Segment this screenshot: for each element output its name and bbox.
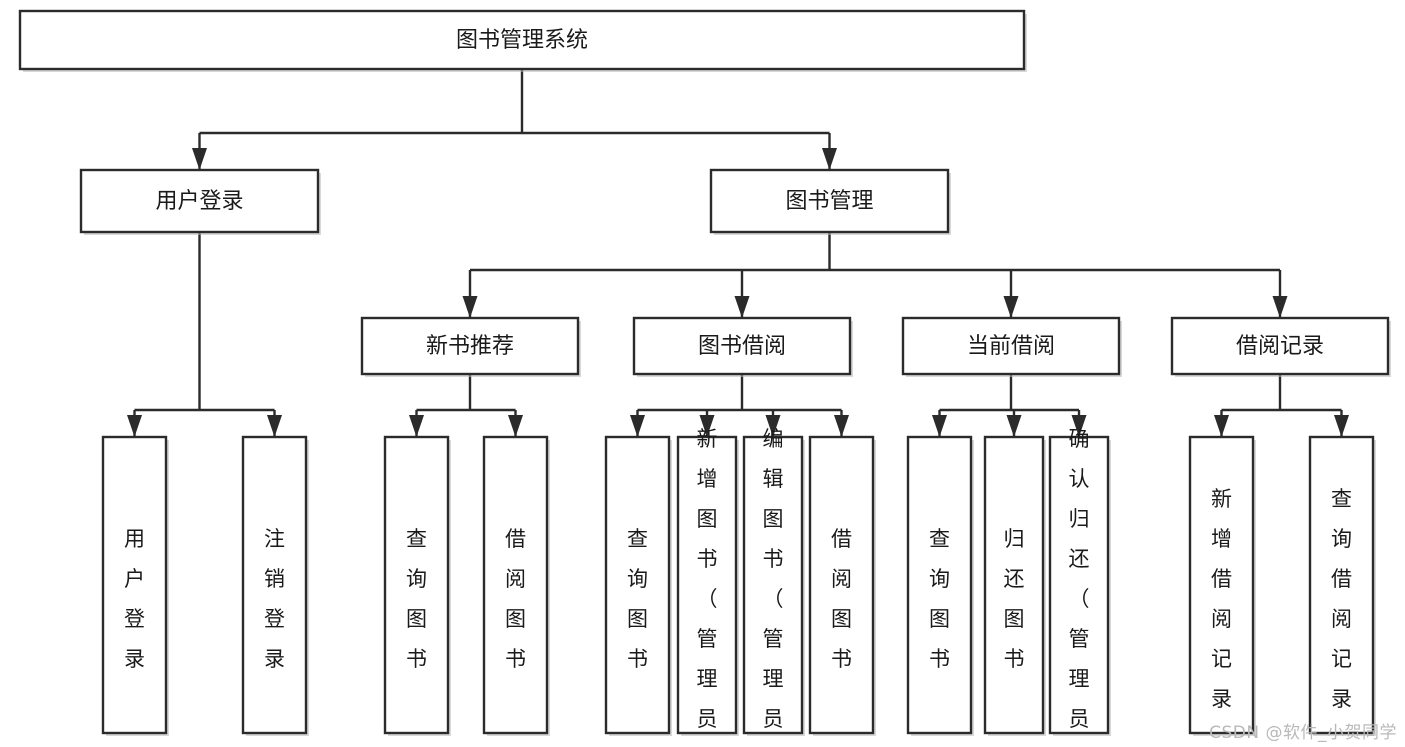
node-l4-c1[interactable]: 查询图书: [604, 435, 672, 736]
node-label: 图书管理: [785, 189, 873, 214]
node-label: 当前借阅: [967, 334, 1055, 359]
node-label: 图书借阅: [698, 334, 786, 359]
node-l4-e2[interactable]: 查询借阅记录: [1308, 435, 1376, 736]
node-box[interactable]: [101, 435, 168, 735]
connector-group: [127, 232, 282, 437]
node-label: 编辑图书（管理员）: [763, 427, 784, 747]
arrow-head-icon: [127, 415, 142, 437]
node-label: 新书推荐: [426, 334, 514, 359]
node-box[interactable]: [1170, 316, 1390, 376]
node-l3-new[interactable]: 新书推荐: [360, 316, 581, 377]
arrow-head-icon: [1272, 296, 1288, 318]
node-label: 查询图书: [406, 527, 427, 671]
connector-group: [192, 69, 837, 170]
node-l4-c3[interactable]: 编辑图书（管理员）: [742, 427, 805, 747]
node-l4-b2[interactable]: 借阅图书: [482, 435, 550, 736]
node-l4-c4[interactable]: 借阅图书: [808, 435, 876, 736]
node-l2-book[interactable]: 图书管理: [709, 168, 951, 235]
node-label: 借阅记录: [1236, 334, 1324, 359]
node-label: 新增借阅记录: [1211, 487, 1232, 711]
csdn-watermark: CSDN @软件_小贺同学: [1209, 723, 1397, 743]
node-l4-d1[interactable]: 查询图书: [906, 435, 974, 736]
arrow-head-icon: [1214, 415, 1229, 437]
node-box[interactable]: [901, 316, 1121, 376]
node-label: 用户登录: [124, 527, 145, 671]
node-l4-b1[interactable]: 查询图书: [383, 435, 451, 736]
node-label: 借阅图书: [505, 527, 526, 671]
arrow-head-icon: [1003, 296, 1019, 318]
node-box[interactable]: [383, 435, 450, 735]
node-label: 查询借阅记录: [1331, 487, 1352, 711]
node-l4-d3[interactable]: 确认归还（管理员）: [1048, 427, 1111, 747]
node-l4-d2[interactable]: 归还图书: [983, 435, 1046, 736]
connector-group: [1214, 374, 1349, 437]
node-label: 查询图书: [627, 527, 648, 671]
node-box[interactable]: [1188, 435, 1255, 735]
node-label: 用户登录: [155, 189, 243, 214]
connector-group: [630, 374, 849, 437]
node-root[interactable]: 图书管理系统: [18, 9, 1027, 72]
node-l3-borrow[interactable]: 图书借阅: [632, 316, 853, 377]
connector-group: [409, 374, 523, 437]
node-l3-record[interactable]: 借阅记录: [1170, 316, 1391, 377]
node-box[interactable]: [808, 435, 875, 735]
arrow-head-icon: [765, 415, 781, 437]
arrow-head-icon: [192, 148, 207, 170]
node-box[interactable]: [482, 435, 549, 735]
arrow-head-icon: [1334, 415, 1349, 437]
arrow-head-icon: [734, 296, 750, 318]
node-l4-c2[interactable]: 新增图书（管理员）: [676, 427, 739, 747]
node-l3-current[interactable]: 当前借阅: [901, 316, 1122, 377]
arrow-head-icon: [834, 415, 849, 437]
arrow-head-icon: [699, 415, 715, 437]
node-label: 归还图书: [1004, 527, 1025, 671]
node-label: 图书管理系统: [456, 28, 588, 53]
arrow-head-icon: [1071, 415, 1087, 437]
node-label: 确认归还（管理员）: [1069, 427, 1090, 747]
node-l4-a1[interactable]: 用户登录: [101, 435, 169, 736]
node-l4-a2[interactable]: 注销登录: [241, 435, 309, 736]
node-l4-e1[interactable]: 新增借阅记录: [1188, 435, 1256, 736]
arrow-head-icon: [932, 415, 947, 437]
node-box[interactable]: [742, 435, 804, 735]
node-box[interactable]: [1308, 435, 1375, 735]
node-box[interactable]: [604, 435, 671, 735]
node-box[interactable]: [983, 435, 1045, 735]
arrow-head-icon: [508, 415, 523, 437]
connector-group: [932, 374, 1087, 437]
node-label: 新增图书（管理员）: [697, 427, 718, 747]
arrow-head-icon: [267, 415, 282, 437]
arrow-head-icon: [630, 415, 645, 437]
node-label: 注销登录: [264, 527, 285, 671]
node-box[interactable]: [676, 435, 738, 735]
node-box[interactable]: [241, 435, 308, 735]
node-box[interactable]: [18, 9, 1026, 71]
node-box[interactable]: [360, 316, 580, 376]
arrow-head-icon: [462, 296, 478, 318]
arrow-head-icon: [1006, 415, 1022, 437]
arrow-head-icon: [822, 148, 837, 170]
node-box[interactable]: [79, 168, 320, 234]
node-l2-login[interactable]: 用户登录: [79, 168, 321, 235]
node-box[interactable]: [632, 316, 852, 376]
node-label: 借阅图书: [831, 527, 852, 671]
node-box[interactable]: [709, 168, 950, 234]
node-label: 查询图书: [929, 527, 950, 671]
node-box[interactable]: [1048, 435, 1110, 735]
arrow-head-icon: [409, 415, 424, 437]
node-box[interactable]: [906, 435, 973, 735]
connector-group: [462, 232, 1288, 318]
